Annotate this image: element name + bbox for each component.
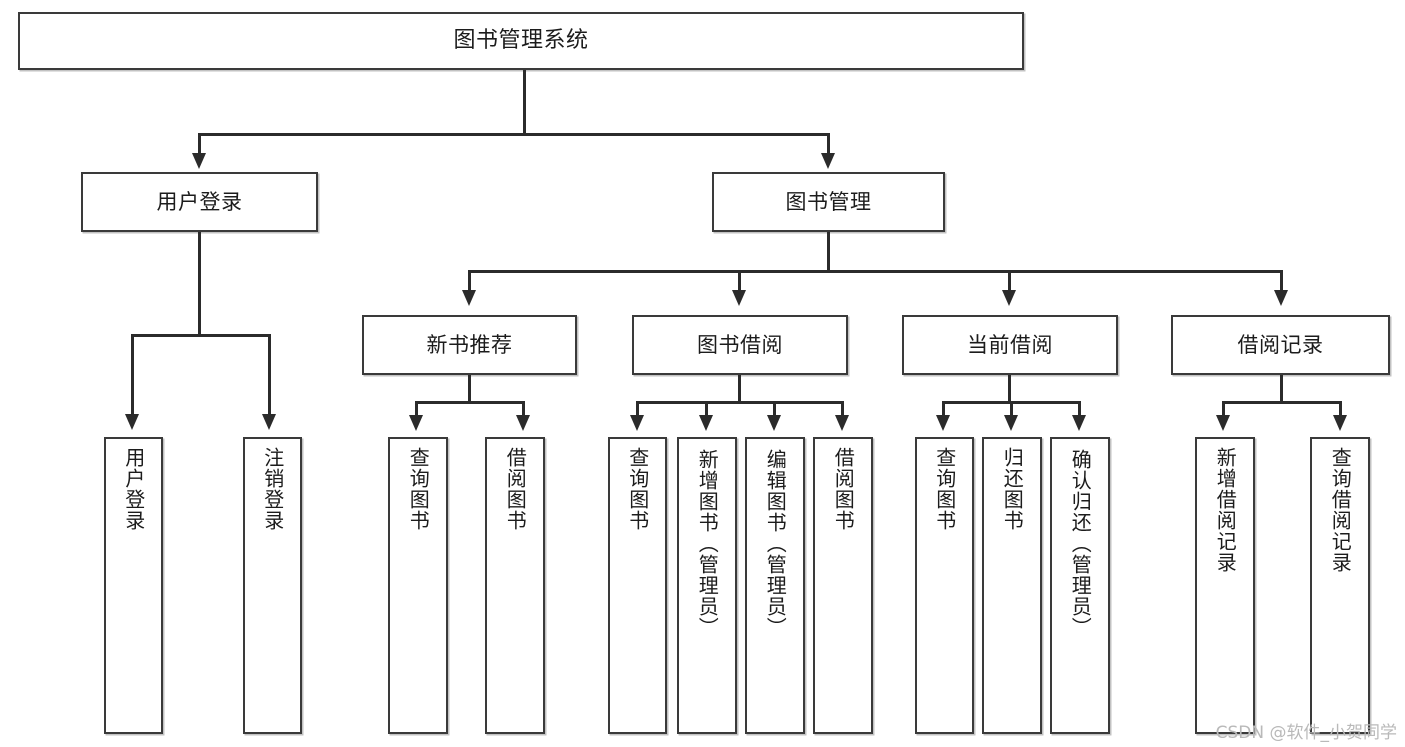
node-label: 图书管理系统 xyxy=(453,28,589,54)
watermark: CSDN @软件_小贺同学 xyxy=(1215,723,1397,743)
arrowhead-to-bb-leaf-3 xyxy=(767,415,781,431)
connector-book-management-stem xyxy=(827,232,830,272)
connector-user-login-drop-1 xyxy=(131,334,134,416)
node-borrow-records[interactable]: 借阅记录 xyxy=(1171,315,1390,375)
arrowhead-to-bb-leaf-1 xyxy=(630,415,644,431)
connector-bb-drop-2 xyxy=(705,401,708,417)
arrowhead-to-nbr-leaf-2 xyxy=(516,415,530,431)
arrowhead-to-book-management xyxy=(821,153,835,169)
connector-user-login-stem xyxy=(198,232,201,336)
arrowhead-to-cb-leaf-1 xyxy=(936,415,950,431)
arrowhead-to-bb-leaf-4 xyxy=(835,415,849,431)
arrowhead-to-new-book-recommend xyxy=(462,290,476,306)
leaf-br-add-record[interactable]: 新增借阅记录 xyxy=(1195,437,1255,734)
arrowhead-to-nbr-leaf-1 xyxy=(409,415,423,431)
connector-br-stem xyxy=(1280,375,1283,403)
connector-br-drop-2 xyxy=(1339,401,1342,417)
node-label: 新增借阅记录 xyxy=(1213,447,1238,573)
node-label: 确认归还（管理员） xyxy=(1068,449,1093,638)
arrowhead-to-book-borrow xyxy=(732,290,746,306)
arrowhead-to-cb-leaf-3 xyxy=(1072,415,1086,431)
node-root-library-system[interactable]: 图书管理系统 xyxy=(18,12,1024,70)
leaf-bb-add-book-admin[interactable]: 新增图书（管理员） xyxy=(677,437,737,734)
node-label: 借阅记录 xyxy=(1237,332,1324,357)
leaf-user-login[interactable]: 用户登录 xyxy=(104,437,163,734)
node-label: 图书借阅 xyxy=(697,332,783,357)
node-label: 查询图书 xyxy=(406,447,431,531)
connector-cb-drop-1 xyxy=(942,401,945,417)
leaf-cb-return-books[interactable]: 归还图书 xyxy=(982,437,1042,734)
node-label: 编辑图书（管理员） xyxy=(763,449,788,638)
connector-bb-drop-1 xyxy=(636,401,639,417)
node-label: 查询图书 xyxy=(625,447,650,531)
arrowhead-to-bb-leaf-2 xyxy=(699,415,713,431)
connector-nbr-drop-2 xyxy=(522,401,525,417)
connector-bb-drop-3 xyxy=(773,401,776,417)
leaf-cb-query-books[interactable]: 查询图书 xyxy=(915,437,974,734)
connector-br-bus xyxy=(1222,401,1342,404)
connector-bm-drop-4 xyxy=(1280,270,1283,292)
arrowhead-to-br-leaf-2 xyxy=(1333,415,1347,431)
connector-root-stem xyxy=(523,70,526,135)
node-label: 用户登录 xyxy=(121,447,146,531)
node-label: 注销登录 xyxy=(260,447,285,531)
node-new-book-recommend[interactable]: 新书推荐 xyxy=(362,315,577,375)
connector-root-bus xyxy=(198,133,829,136)
arrowhead-to-logout-leaf xyxy=(262,414,276,430)
connector-root-drop-left xyxy=(198,133,201,155)
node-label: 归还图书 xyxy=(1000,447,1025,531)
node-user-login[interactable]: 用户登录 xyxy=(81,172,318,232)
arrowhead-to-current-borrow xyxy=(1002,290,1016,306)
arrowhead-to-user-login xyxy=(192,153,206,169)
node-book-borrow[interactable]: 图书借阅 xyxy=(632,315,848,375)
connector-user-login-bus xyxy=(131,334,271,337)
connector-nbr-bus xyxy=(415,401,525,404)
leaf-bb-query-books[interactable]: 查询图书 xyxy=(608,437,667,734)
arrowhead-to-cb-leaf-2 xyxy=(1004,415,1018,431)
connector-bb-stem xyxy=(738,375,741,403)
leaf-logout[interactable]: 注销登录 xyxy=(243,437,302,734)
arrowhead-to-br-leaf-1 xyxy=(1216,415,1230,431)
node-label: 查询借阅记录 xyxy=(1328,447,1353,573)
connector-book-management-bus xyxy=(468,270,1283,273)
arrowhead-to-user-login-leaf xyxy=(125,414,139,430)
leaf-nbr-borrow-books[interactable]: 借阅图书 xyxy=(485,437,545,734)
node-label: 新增图书（管理员） xyxy=(695,449,720,638)
connector-nbr-stem xyxy=(468,375,471,403)
node-book-management[interactable]: 图书管理 xyxy=(712,172,945,232)
node-label: 图书管理 xyxy=(785,189,872,214)
connector-bb-bus xyxy=(636,401,844,404)
leaf-nbr-query-books[interactable]: 查询图书 xyxy=(388,437,448,734)
connector-root-drop-right xyxy=(827,133,830,155)
arrowhead-to-borrow-records xyxy=(1274,290,1288,306)
connector-nbr-drop-1 xyxy=(415,401,418,417)
leaf-bb-edit-book-admin[interactable]: 编辑图书（管理员） xyxy=(745,437,805,734)
connector-bm-drop-3 xyxy=(1008,270,1011,292)
connector-cb-drop-3 xyxy=(1078,401,1081,417)
connector-bb-drop-4 xyxy=(841,401,844,417)
leaf-br-query-record[interactable]: 查询借阅记录 xyxy=(1310,437,1370,734)
leaf-bb-borrow-books[interactable]: 借阅图书 xyxy=(813,437,873,734)
node-label: 用户登录 xyxy=(156,189,243,214)
node-label: 查询图书 xyxy=(932,447,957,531)
connector-user-login-drop-2 xyxy=(268,334,271,416)
connector-bm-drop-1 xyxy=(468,270,471,292)
connector-bm-drop-2 xyxy=(738,270,741,292)
leaf-cb-confirm-return-admin[interactable]: 确认归还（管理员） xyxy=(1050,437,1110,734)
connector-br-drop-1 xyxy=(1222,401,1225,417)
node-current-borrow[interactable]: 当前借阅 xyxy=(902,315,1118,375)
connector-cb-stem xyxy=(1008,375,1011,403)
node-label: 当前借阅 xyxy=(967,332,1053,357)
connector-cb-drop-2 xyxy=(1010,401,1013,417)
node-label: 新书推荐 xyxy=(426,332,513,357)
node-label: 借阅图书 xyxy=(503,447,528,531)
node-label: 借阅图书 xyxy=(831,447,856,531)
